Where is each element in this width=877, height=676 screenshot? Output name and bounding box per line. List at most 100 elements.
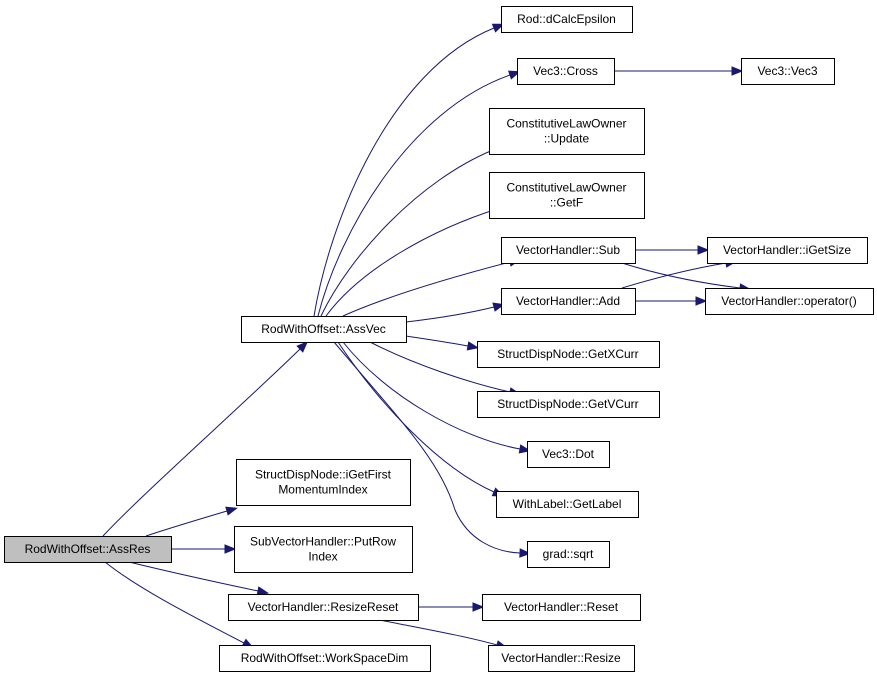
edge-line [342, 341, 521, 450]
node-label: RodWithOffset::AssRes [25, 542, 151, 556]
node-dot[interactable]: Vec3::Dot [527, 441, 610, 468]
edge-line [621, 262, 741, 289]
node-add[interactable]: VectorHandler::Add [501, 288, 636, 315]
edge-assvec-to-cross [317, 70, 521, 317]
node-label: Vec3::Vec3 [757, 64, 817, 78]
node-label: MomentumIndex [278, 483, 367, 497]
node-box [219, 645, 431, 672]
edge-assvec-to-getf [325, 203, 511, 317]
node-box [236, 459, 411, 506]
edge-add-to-operator [635, 296, 708, 306]
edge-arrowhead [256, 586, 270, 596]
edge-assres-to-assvec [102, 341, 309, 537]
node-operator[interactable]: VectorHandler::operator() [705, 288, 874, 315]
node-box [707, 237, 868, 264]
node-label: StructDispNode::GetVCurr [497, 397, 638, 411]
edge-resizereset-to-reset [418, 602, 485, 612]
edge-arrowhead [695, 296, 708, 306]
node-label: StructDispNode::GetXCurr [497, 347, 638, 361]
node-box [477, 341, 660, 368]
edge-line [621, 262, 727, 289]
node-label: Vec3::Dot [542, 447, 595, 461]
node-update[interactable]: ConstitutiveLawOwner::Update [489, 108, 645, 155]
edge-assvec-to-dcalc [313, 23, 505, 317]
node-label: ::Update [544, 132, 590, 146]
node-label: Rod::dCalcEpsilon [517, 12, 616, 26]
node-label: VectorHandler::Resize [501, 651, 621, 665]
node-reset[interactable]: VectorHandler::Reset [482, 594, 641, 621]
node-cross[interactable]: Vec3::Cross [517, 58, 615, 85]
node-box [228, 594, 419, 621]
edge-sub-to-igetsize [635, 245, 710, 255]
node-assres[interactable]: RodWithOffset::AssRes [4, 536, 172, 563]
node-box [501, 288, 636, 315]
node-getxcurr[interactable]: StructDispNode::GetXCurr [477, 341, 660, 368]
edge-assres-to-igetfirst [145, 506, 238, 537]
node-label: ConstitutiveLawOwner [506, 181, 626, 195]
node-workspace[interactable]: RodWithOffset::WorkSpaceDim [219, 645, 431, 672]
node-label: StructDispNode::iGetFirst [255, 468, 392, 482]
node-label: RodWithOffset::WorkSpaceDim [241, 651, 409, 665]
node-label: Vec3::Cross [533, 64, 598, 78]
edge-line [369, 341, 511, 393]
node-box [477, 391, 660, 418]
node-sqrt[interactable]: grad::sqrt [527, 541, 610, 568]
edge-arrowhead [491, 23, 505, 33]
edge-arrowhead [224, 544, 237, 554]
edge-arrowhead [466, 341, 480, 351]
edge-line [145, 510, 228, 537]
node-label: VectorHandler::iGetSize [723, 243, 851, 257]
edge-assvec-to-add [405, 302, 505, 323]
node-label: SubVectorHandler::PutRow [250, 535, 396, 549]
edge-arrowhead [697, 245, 710, 255]
node-getvcurr[interactable]: StructDispNode::GetVCurr [477, 391, 660, 418]
node-label: grad::sqrt [543, 547, 594, 561]
edge-line [342, 261, 511, 317]
edge-arrowhead [519, 548, 532, 558]
edge-line [317, 74, 511, 317]
node-label: WithLabel::GetLabel [513, 497, 622, 511]
node-assvec[interactable]: RodWithOffset::AssVec [241, 316, 407, 343]
edge-line [379, 619, 498, 646]
node-resizereset[interactable]: VectorHandler::ResizeReset [228, 594, 419, 621]
edge-line [325, 207, 501, 317]
node-getf[interactable]: ConstitutiveLawOwner::GetF [489, 172, 645, 219]
node-box [705, 288, 874, 315]
edges-layer [102, 23, 752, 650]
edge-line [313, 27, 495, 317]
node-label: RodWithOffset::AssVec [261, 322, 386, 336]
edge-line [405, 335, 469, 347]
node-box [234, 526, 413, 573]
node-resize[interactable]: VectorHandler::Resize [488, 645, 635, 672]
node-box [241, 316, 407, 343]
node-box [488, 645, 635, 672]
node-box [4, 536, 172, 563]
node-label: ::GetF [550, 196, 583, 210]
node-igetsize[interactable]: VectorHandler::iGetSize [707, 237, 868, 264]
edge-line [333, 341, 521, 554]
node-box [482, 594, 641, 621]
nodes-layer: RodWithOffset::AssRes RodWithOffset::AssV… [4, 6, 874, 672]
node-getlabel[interactable]: WithLabel::GetLabel [496, 491, 639, 518]
edge-arrowhead [225, 506, 238, 516]
edge-assres-to-putrow [171, 544, 237, 554]
node-box [527, 441, 610, 468]
node-label: VectorHandler::Reset [504, 600, 619, 614]
node-label: VectorHandler::operator() [721, 294, 856, 308]
edge-resizereset-to-resize [379, 619, 508, 650]
edge-arrowhead [472, 602, 485, 612]
node-vec3[interactable]: Vec3::Vec3 [741, 58, 835, 85]
node-box [741, 58, 835, 85]
edge-arrowhead [507, 70, 521, 80]
node-sub[interactable]: VectorHandler::Sub [501, 237, 636, 264]
node-box [489, 108, 645, 155]
edge-cross-to-vec3 [614, 66, 744, 76]
node-dcalc[interactable]: Rod::dCalcEpsilon [501, 6, 633, 33]
node-box [501, 6, 633, 33]
edge-line [320, 149, 494, 317]
edge-sub-to-operator [621, 262, 752, 293]
edge-arrowhead [296, 341, 309, 353]
